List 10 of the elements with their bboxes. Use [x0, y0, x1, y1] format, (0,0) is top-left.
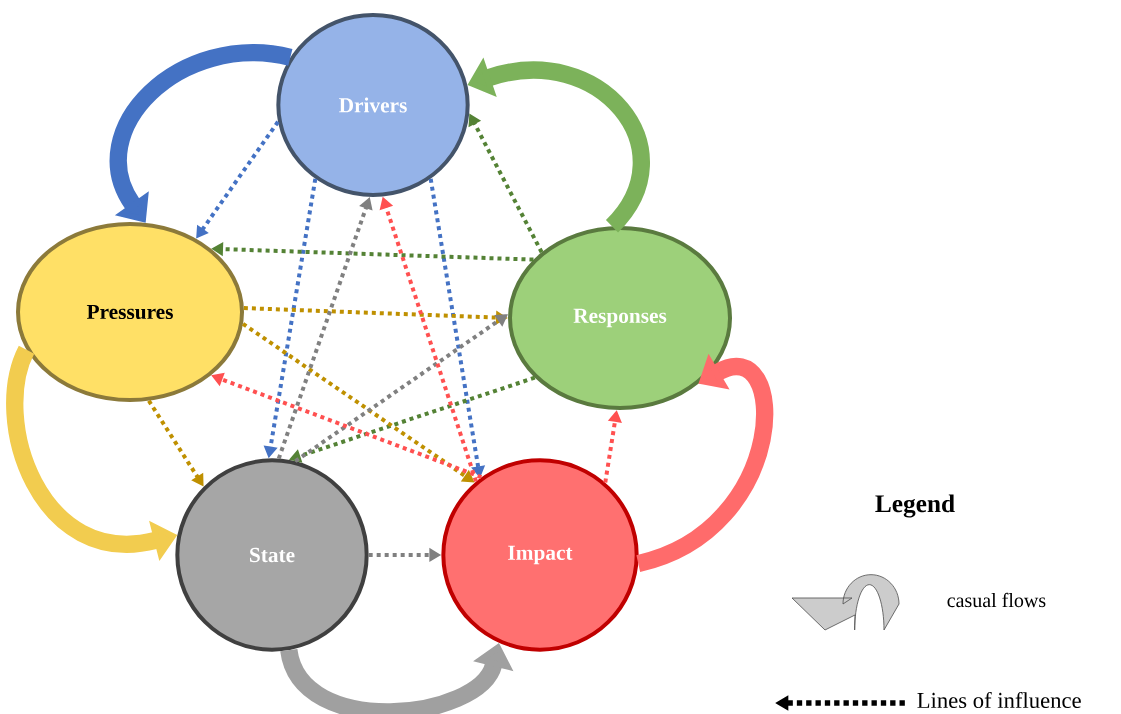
- legend-text: casual flows: [947, 592, 1046, 608]
- legend-text: Lines of influence: [917, 691, 1081, 709]
- circle-node: State: [175, 458, 369, 652]
- dotted-arrow: [294, 314, 508, 463]
- circle-node: Impact: [441, 458, 639, 652]
- circle-node: Pressures: [16, 222, 244, 402]
- curved-arrow: [109, 44, 292, 223]
- circle-node: Drivers: [276, 13, 470, 197]
- circle-node: Responses: [508, 226, 732, 410]
- legend-title: Legend: [875, 494, 955, 518]
